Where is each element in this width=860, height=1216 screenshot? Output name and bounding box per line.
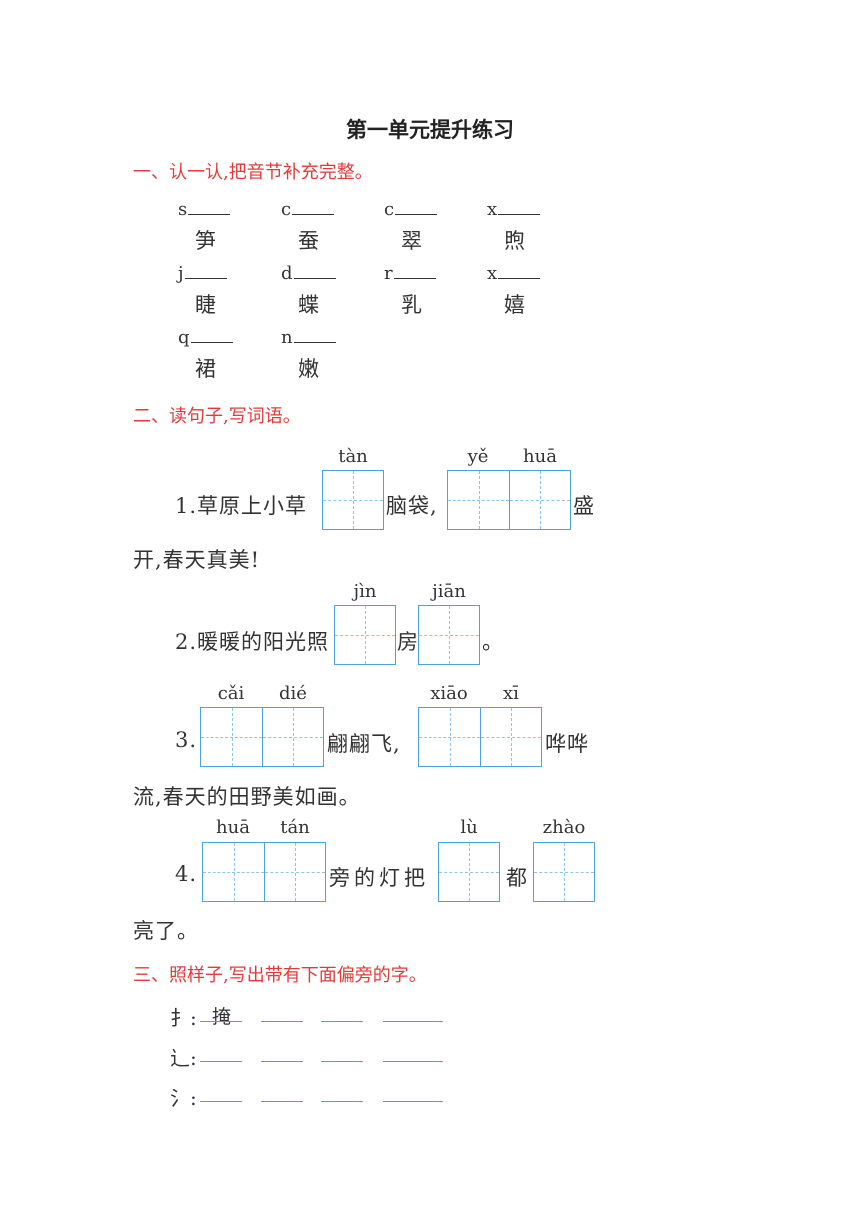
syllable-blank[interactable]: x [487, 262, 541, 284]
sentence-text: 。 [482, 630, 504, 654]
answer-line[interactable] [200, 1021, 242, 1022]
writing-grid[interactable] [322, 470, 384, 530]
answer-line[interactable] [383, 1101, 443, 1102]
hanzi: 煦 [504, 229, 525, 253]
answer-line[interactable] [261, 1021, 303, 1022]
pinyin-label: lù [460, 817, 478, 838]
sentence-text: 脑袋, [386, 494, 438, 518]
radical-label: 辶: [170, 1046, 197, 1070]
pinyin-label: jiān [432, 581, 466, 602]
sentence-text: 房 [397, 630, 419, 654]
sentence-text: 亮了。 [133, 919, 199, 943]
sentence-text: 3. [175, 728, 198, 752]
sentence-text: 流,春天的田野美如画。 [133, 785, 361, 809]
writing-grid[interactable] [418, 605, 480, 665]
syllable-blank[interactable]: n [281, 326, 336, 348]
section-3-heading: 三、照样子,写出带有下面偏旁的字。 [133, 965, 427, 986]
syllable-blank[interactable]: d [281, 262, 336, 284]
pinyin-label: huā [523, 446, 557, 467]
sentence-text: 盛 [573, 494, 595, 518]
sentence-text: 翩翩飞, [327, 732, 401, 756]
pinyin-label: xī [503, 683, 519, 704]
pinyin-label: xiāo [430, 683, 468, 704]
writing-grid[interactable] [334, 605, 396, 665]
hanzi: 裙 [195, 357, 216, 381]
sentence-text: 开,春天真美! [133, 548, 261, 572]
writing-grid[interactable] [447, 470, 571, 530]
answer-line[interactable] [321, 1021, 363, 1022]
syllable-blank[interactable]: x [487, 198, 541, 220]
sentence-text: 1.草原上小草 [175, 494, 308, 518]
syllable-blank[interactable]: j [178, 262, 227, 284]
pinyin-label: cǎi [217, 683, 245, 704]
hanzi: 蚕 [298, 229, 319, 253]
example-char: 掩 [212, 1006, 232, 1028]
hanzi: 蝶 [298, 293, 319, 317]
section-1-heading: 一、认一认,把音节补充完整。 [133, 162, 373, 183]
hanzi: 乳 [401, 293, 422, 317]
sentence-text: 哗哗 [545, 732, 589, 756]
syllable-blank[interactable]: c [384, 198, 438, 220]
syllable-blank[interactable]: c [281, 198, 335, 220]
answer-line[interactable] [261, 1101, 303, 1102]
writing-grid[interactable] [200, 707, 324, 767]
section-2-heading: 二、读句子,写词语。 [133, 406, 301, 427]
pinyin-label: tàn [338, 446, 368, 467]
answer-line[interactable] [321, 1061, 363, 1062]
page-title: 第一单元提升练习 [346, 117, 514, 142]
answer-line[interactable] [383, 1061, 443, 1062]
writing-grid[interactable] [533, 842, 595, 902]
pinyin-label: jìn [353, 581, 377, 602]
answer-line[interactable] [321, 1101, 363, 1102]
pinyin-label: zhào [542, 817, 586, 838]
radical-label: 氵: [170, 1086, 197, 1110]
answer-line[interactable] [383, 1021, 443, 1022]
writing-grid[interactable] [202, 842, 326, 902]
hanzi: 睫 [195, 293, 216, 317]
pinyin-label: tán [280, 817, 310, 838]
sentence-text: 4. [175, 862, 198, 886]
syllable-blank[interactable]: r [384, 262, 436, 284]
pinyin-label: huā [216, 817, 250, 838]
radical-label: 扌: [170, 1006, 197, 1030]
hanzi: 嫩 [298, 357, 319, 381]
writing-grid[interactable] [418, 707, 542, 767]
syllable-blank[interactable]: s [178, 198, 231, 220]
hanzi: 笋 [195, 229, 216, 253]
answer-line[interactable] [261, 1061, 303, 1062]
sentence-text: 2.暖暖的阳光照 [175, 630, 330, 654]
writing-grid[interactable] [438, 842, 500, 902]
syllable-blank[interactable]: q [178, 326, 233, 348]
pinyin-label: dié [279, 683, 307, 704]
pinyin-label: yě [467, 446, 489, 467]
hanzi: 嬉 [504, 293, 525, 317]
hanzi: 翠 [401, 229, 422, 253]
sentence-text: 都 [506, 866, 528, 890]
sentence-text: 旁的灯把 [329, 866, 429, 890]
answer-line[interactable] [200, 1101, 242, 1102]
answer-line[interactable] [200, 1061, 242, 1062]
